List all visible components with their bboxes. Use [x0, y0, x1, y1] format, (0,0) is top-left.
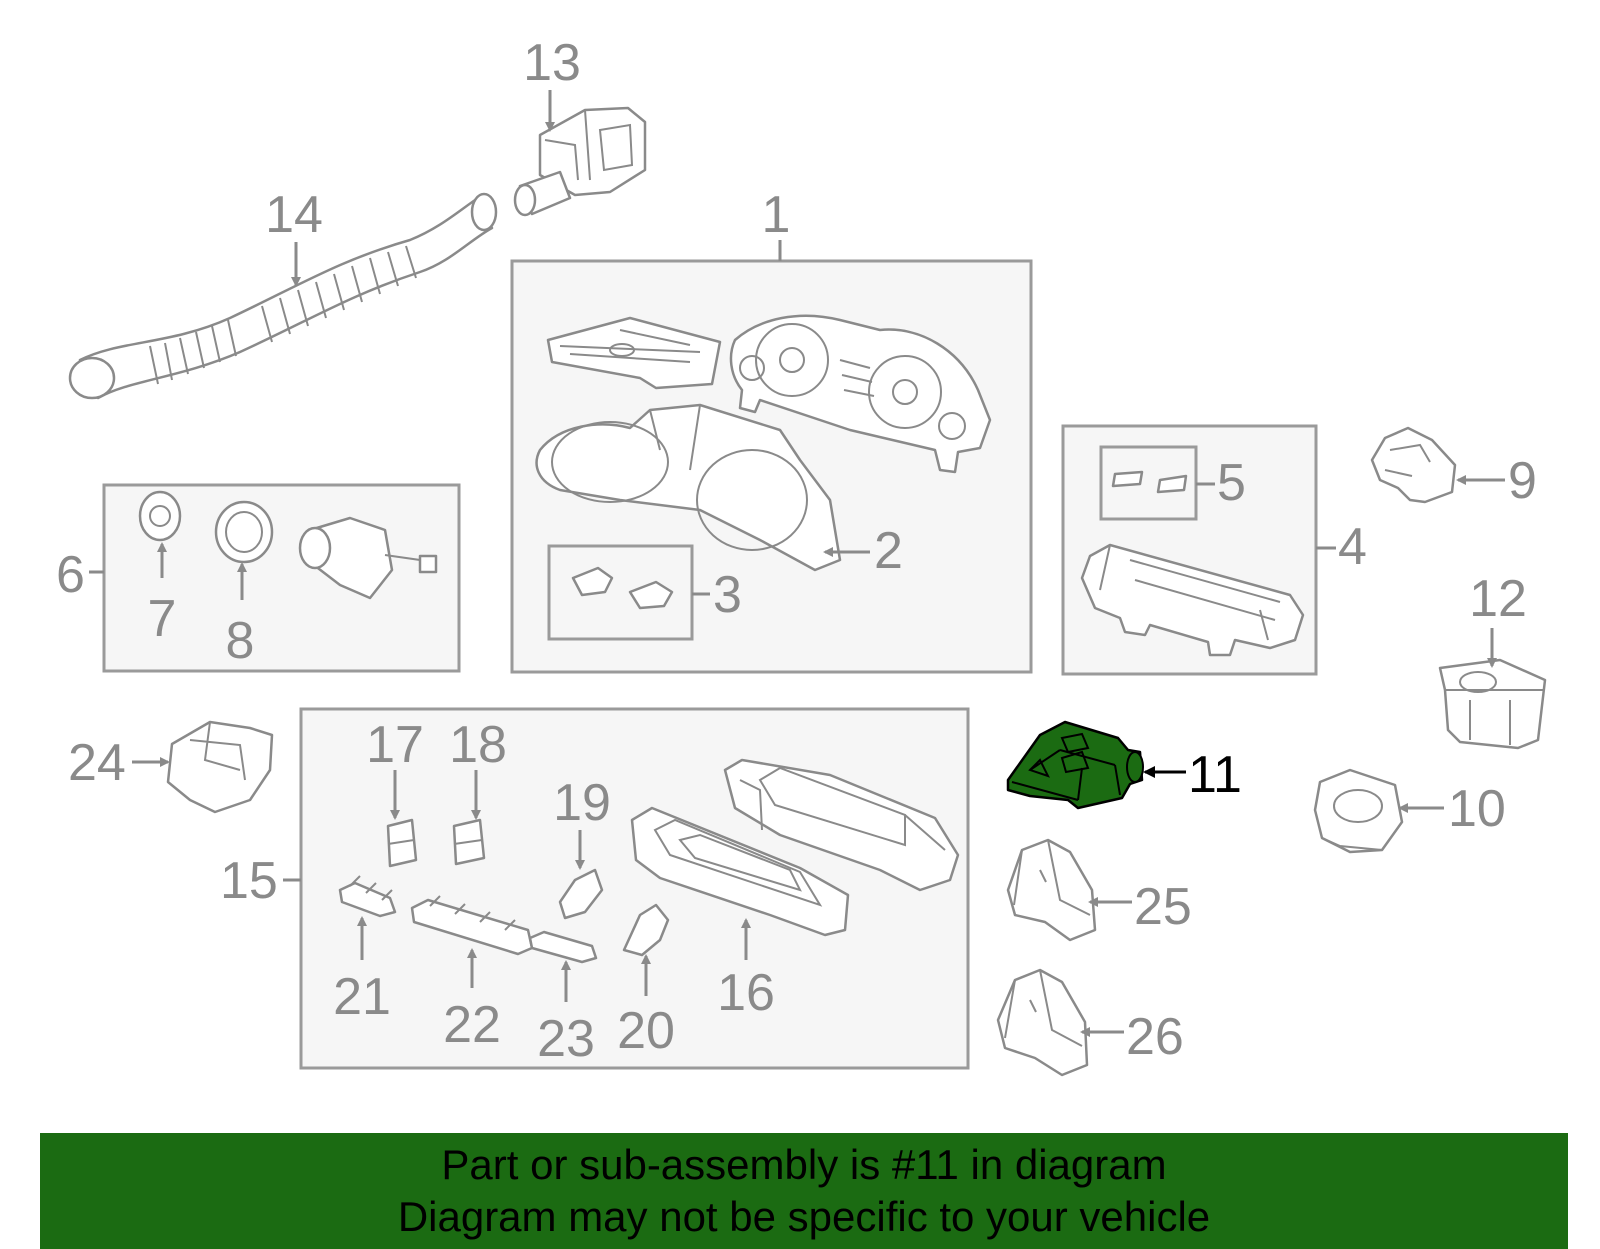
cluster-bezel-part	[535, 403, 842, 572]
callout-25: 25	[1134, 878, 1192, 936]
callout-17: 17	[366, 716, 424, 774]
switch-25-part	[1006, 838, 1097, 942]
callout-18: 18	[449, 716, 507, 774]
callout-2: 2	[874, 522, 903, 580]
switch-26-part	[996, 968, 1089, 1077]
callout-26: 26	[1126, 1008, 1184, 1066]
switch-24-part	[166, 720, 274, 814]
callout-14: 14	[265, 186, 323, 244]
ignition-part	[138, 490, 182, 542]
callout-24: 24	[68, 734, 126, 792]
callout-1: 1	[762, 186, 791, 244]
callout-6: 6	[56, 546, 85, 604]
callout-19: 19	[553, 774, 611, 832]
callout-16: 16	[717, 964, 775, 1022]
callout-20: 20	[617, 1002, 675, 1060]
info-banner: Part or sub-assembly is #11 in diagram D…	[40, 1133, 1568, 1249]
callout-15: 15	[220, 852, 278, 910]
banner-line-disclaimer: Diagram may not be specific to your vehi…	[397, 1193, 1211, 1240]
button-17-part	[386, 818, 418, 868]
callout-4: 4	[1338, 518, 1367, 576]
callout-3: 3	[713, 566, 742, 624]
callout-22: 22	[443, 996, 501, 1054]
callout-21: 21	[333, 968, 391, 1026]
callout-23: 23	[537, 1010, 595, 1068]
banner-line-part-info: Part or sub-assembly is #11 in diagram	[441, 1141, 1167, 1188]
callout-13: 13	[523, 34, 581, 92]
lock-cylinder-part	[298, 516, 438, 600]
callout-10: 10	[1448, 780, 1506, 838]
cluster-clip-part	[571, 566, 674, 610]
leader-lines	[89, 90, 1505, 1037]
sensor-part	[513, 106, 647, 217]
callout-9: 9	[1508, 452, 1537, 510]
switch-9-part	[1370, 426, 1457, 504]
callout-7: 7	[148, 590, 177, 648]
group-box-15	[299, 707, 970, 1070]
button-cap-part	[1111, 470, 1188, 494]
display-unit-part	[723, 758, 960, 892]
display-bezel-part	[630, 806, 850, 937]
button-19-part	[558, 868, 604, 920]
cluster-lens-part	[546, 316, 722, 390]
trim-23-part	[528, 930, 598, 964]
switch-10-part	[1313, 768, 1404, 854]
air-hose-part	[68, 192, 498, 400]
ring-part	[214, 500, 274, 564]
callout-8: 8	[226, 612, 255, 670]
switch-12-part	[1438, 658, 1547, 750]
button-18-part	[452, 818, 486, 866]
callout-5: 5	[1217, 454, 1246, 512]
clip-21-part	[338, 875, 397, 918]
instrument-cluster-part	[729, 314, 992, 474]
highlighted-part-11	[1006, 720, 1144, 810]
callout-11: 11	[1188, 746, 1242, 804]
callout-labels: 1 2 3 4 5 6 7 8 9 10 11 12 13 14 15 16 1…	[56, 34, 1537, 1068]
button-20-part	[622, 903, 670, 957]
callout-12: 12	[1469, 570, 1527, 628]
climate-control-part	[1080, 543, 1305, 657]
